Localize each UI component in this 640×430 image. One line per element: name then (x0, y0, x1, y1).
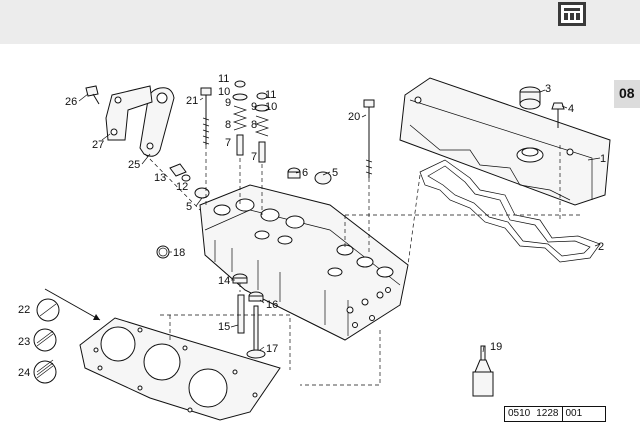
callout-10b: 10 (265, 101, 277, 113)
oil-filler-cap (519, 86, 541, 110)
section-tab-label: 08 (619, 85, 635, 101)
head-bolt-21 (200, 87, 212, 145)
callout-26: 26 (65, 96, 77, 108)
callout-3: 3 (545, 83, 551, 95)
callout-13: 13 (154, 172, 166, 184)
reference-part-2: 1228 (536, 408, 559, 419)
page-header-band (0, 0, 640, 44)
valve-spring-stack-left (232, 80, 248, 156)
valve-cover (399, 77, 611, 206)
mounting-bracket (105, 85, 153, 141)
callout-21: 21 (186, 95, 198, 107)
bracket-bolt (85, 85, 100, 105)
callout-2: 2 (598, 241, 604, 253)
callout-14: 14 (218, 275, 230, 287)
callout-24: 24 (18, 367, 30, 379)
fitting-13 (169, 163, 191, 182)
callout-22: 22 (18, 304, 30, 316)
plug-6 (287, 167, 301, 179)
valve-spring-stack-right (254, 92, 270, 163)
lifting-bracket (139, 87, 175, 157)
callout-5b: 5 (332, 167, 338, 179)
valve-cover-gasket (419, 159, 601, 263)
callout-9a: 9 (225, 97, 231, 109)
callout-8a: 8 (225, 119, 231, 131)
callout-7b: 7 (251, 151, 257, 163)
head-bolt-20 (363, 99, 375, 178)
callout-8b: 8 (251, 119, 257, 131)
callout-9b: 9 (251, 101, 257, 113)
callout-10a: 10 (218, 86, 230, 98)
reference-part-3: 001 (561, 407, 586, 421)
sealant-tube (472, 345, 494, 397)
callout-17: 17 (266, 343, 278, 355)
callout-16: 16 (266, 299, 278, 311)
reference-part-1: 0510 (508, 408, 531, 419)
callout-15: 15 (218, 321, 230, 333)
callout-7a: 7 (225, 137, 231, 149)
leader-lines (78, 89, 601, 353)
callout-25: 25 (128, 159, 140, 171)
callout-labels: 1 2 3 4 5 5 6 7 7 8 8 9 9 10 10 11 11 12… (18, 73, 606, 379)
callout-1: 1 (600, 153, 606, 165)
callout-23: 23 (18, 336, 30, 348)
valve-17 (246, 305, 266, 359)
callout-12: 12 (176, 181, 188, 193)
section-tab: 08 (614, 80, 640, 108)
valve-guide-15 (237, 294, 245, 334)
valve-seat-14 (232, 273, 248, 284)
assembly-dash-lines (144, 145, 580, 386)
callout-19: 19 (490, 341, 502, 353)
callout-18: 18 (173, 247, 185, 259)
callout-20: 20 (348, 111, 360, 123)
callout-5a: 5 (186, 201, 192, 213)
callout-27: 27 (92, 139, 104, 151)
callout-11b: 11 (265, 89, 276, 101)
gasket-thickness-gauges (33, 288, 101, 384)
valve-seal-16 (248, 291, 264, 302)
callout-4: 4 (568, 103, 574, 115)
drawing-reference-number: 0510 1228 001 (504, 406, 606, 422)
callout-6: 6 (302, 167, 308, 179)
cylinder-head (199, 184, 409, 341)
engine-catalog-icon (558, 2, 586, 26)
head-gasket (79, 317, 281, 421)
cover-stud (551, 102, 565, 128)
callout-11a: 11 (218, 73, 229, 85)
o-ring-18 (156, 245, 170, 259)
